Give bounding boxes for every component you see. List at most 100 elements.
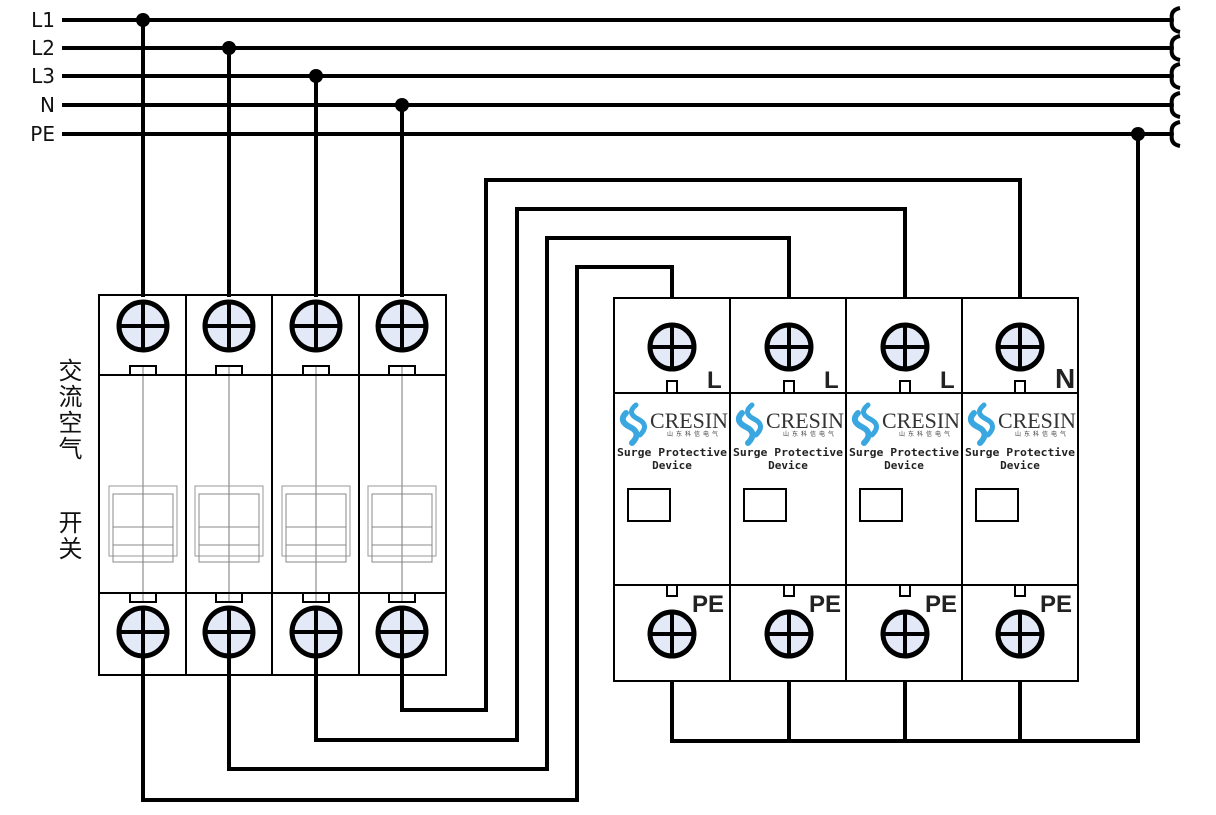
brand-subtitle: 山东科信电气 <box>899 430 953 438</box>
junction-dot <box>222 41 236 55</box>
terminal-clip <box>215 592 243 603</box>
status-window <box>743 488 787 522</box>
spd-feed-wire-L1 <box>141 265 674 802</box>
spd-text-line1: Surge Protective <box>617 446 727 459</box>
bus-label-4: PE <box>30 122 55 146</box>
spd-top-terminal <box>647 322 697 372</box>
brand-subtitle: 山东科信电气 <box>667 430 721 438</box>
toggle-outer <box>281 485 351 557</box>
bus-end-connector <box>1169 34 1181 62</box>
spd-feed-wire-L2 <box>227 236 791 771</box>
spd-bottom-terminal <box>995 609 1045 659</box>
logo-mark <box>735 410 756 446</box>
terminal-clip <box>666 584 678 597</box>
logo-mark <box>629 402 647 438</box>
terminal-clip <box>215 365 243 376</box>
spd-top-label: L <box>824 367 839 394</box>
terminal-clip <box>388 365 416 376</box>
terminal-clip <box>783 584 795 597</box>
toggle-lever <box>285 493 347 563</box>
toggle-outer <box>194 485 264 557</box>
spd-bottom-label: PE <box>809 591 841 618</box>
bus-label-3: N <box>40 93 55 117</box>
breaker-pole <box>98 294 187 676</box>
terminal-clip <box>129 592 157 603</box>
bus-end-connector <box>1169 91 1181 119</box>
logo-mark <box>861 402 879 438</box>
breaker-top-terminal <box>375 299 429 353</box>
spd-bottom-label: PE <box>1040 591 1072 618</box>
junction-dot <box>395 98 409 112</box>
terminal-clip <box>388 592 416 603</box>
status-window <box>975 488 1019 522</box>
breaker-bottom-terminal <box>202 605 256 659</box>
logo-mark <box>967 410 988 446</box>
bus-label-1: L2 <box>31 36 55 60</box>
logo-mark <box>977 402 995 438</box>
spd-text-line2: Device <box>1000 459 1040 472</box>
terminal-clip <box>129 365 157 376</box>
terminal-clip <box>1014 380 1026 394</box>
brand-subtitle: 山东科信电气 <box>783 430 837 438</box>
spd-top-label: L <box>707 367 722 394</box>
breaker-pole <box>358 294 447 676</box>
spd-feed-wire-L3 <box>314 207 907 742</box>
bus-end-connector <box>1169 6 1181 34</box>
logo-mark <box>851 410 872 446</box>
breaker-bottom-terminal <box>289 605 343 659</box>
logo-mark <box>745 402 763 438</box>
junction-dot <box>309 69 323 83</box>
breaker-label-line1: 交流空气 <box>54 358 82 462</box>
breaker-label-line2: 开关 <box>54 510 82 562</box>
breaker-pole <box>185 294 273 676</box>
logo-mark <box>619 410 640 446</box>
brand-name: CRESIN <box>766 408 844 433</box>
brand-name: CRESIN <box>998 408 1076 433</box>
terminal-clip <box>783 380 795 394</box>
breaker-pole <box>271 294 360 676</box>
bus-label-0: L1 <box>31 8 55 32</box>
spd-bottom-terminal <box>647 609 697 659</box>
bus-label-2: L3 <box>31 64 55 88</box>
terminal-clip <box>302 592 330 603</box>
terminal-clip <box>899 584 911 597</box>
junction-dot <box>1131 127 1145 141</box>
breaker-bottom-terminal <box>375 605 429 659</box>
bus-end-connector <box>1169 62 1181 90</box>
spd-top-terminal <box>764 322 814 372</box>
status-window <box>627 488 671 522</box>
spd-text-line2: Device <box>768 459 808 472</box>
breaker-top-terminal <box>289 299 343 353</box>
brand-subtitle: 山东科信电气 <box>1015 430 1069 438</box>
spd-top-terminal <box>880 322 930 372</box>
terminal-clip <box>302 365 330 376</box>
spd-top-label: L <box>940 367 955 394</box>
spd-text-line2: Device <box>652 459 692 472</box>
spd-bottom-label: PE <box>692 591 724 618</box>
spd-text-line2: Device <box>884 459 924 472</box>
breaker-top-terminal <box>116 299 170 353</box>
toggle-lever <box>112 493 174 563</box>
spd-feed-wire-N <box>400 178 1022 712</box>
brand-name: CRESIN <box>650 408 728 433</box>
brand-name: CRESIN <box>882 408 960 433</box>
terminal-clip <box>1014 584 1026 597</box>
status-window <box>859 488 903 522</box>
toggle-lever <box>198 493 260 563</box>
terminal-clip <box>899 380 911 394</box>
spd-top-label: N <box>1055 363 1075 394</box>
toggle-outer <box>367 485 437 557</box>
spd-text-line1: Surge Protective <box>733 446 843 459</box>
bus-end-connector <box>1169 120 1181 148</box>
junction-dot <box>136 13 150 27</box>
